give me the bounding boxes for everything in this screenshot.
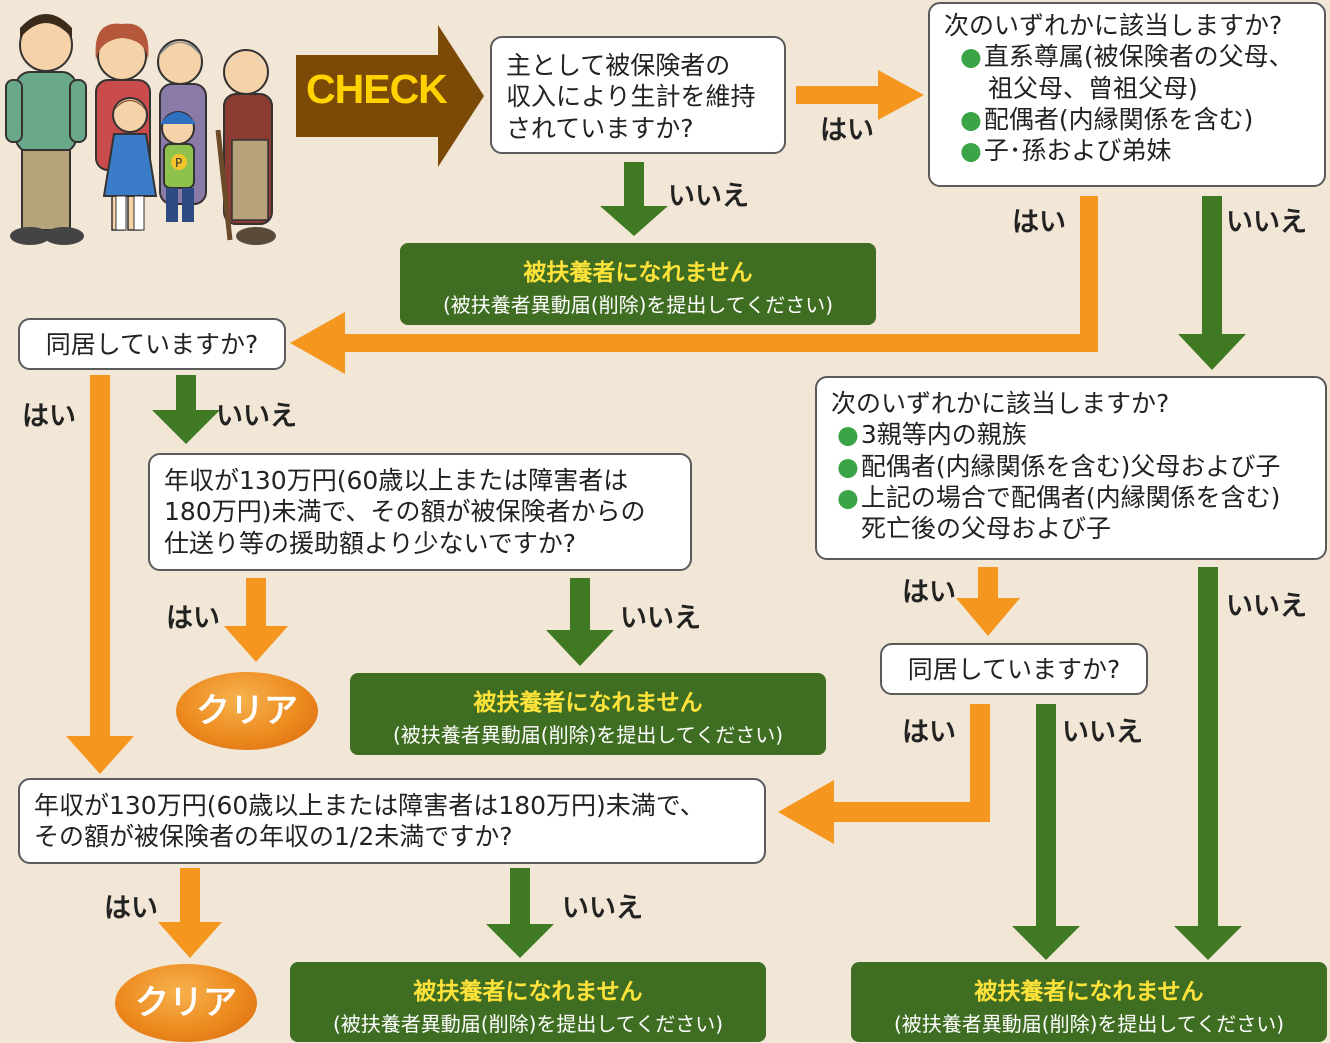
label-no: いいえ — [668, 181, 749, 211]
label-no: いいえ — [1062, 717, 1143, 747]
result-title: 被扶養者になれません — [523, 260, 753, 286]
q5-item: 配偶者(内縁関係を含む)父母および子 — [837, 451, 1311, 482]
arrow-q5-yes-v — [978, 567, 998, 599]
q7-line: その額が被保険者の年収の1/2未満ですか? — [34, 822, 513, 852]
arrow-q3-no-head — [152, 410, 220, 444]
label-no: いいえ — [562, 893, 643, 923]
result-title: 被扶養者になれません — [473, 690, 703, 716]
q4-line: 年収が130万円(60歳以上または障害者は — [164, 466, 629, 495]
arrow-q7-yes-v — [180, 868, 200, 924]
q2-item: 子･孫および弟妹 — [960, 135, 1310, 166]
family-illustration: P — [5, 14, 276, 245]
yes-arrows — [66, 70, 1098, 958]
arrow-q1-yes — [796, 70, 924, 120]
arrow-q7-yes-head — [158, 922, 222, 958]
label-yes: はい — [166, 603, 220, 633]
arrow-q1-no-v — [624, 162, 644, 208]
girl-figure — [102, 97, 158, 231]
arrow-q3-no-v — [176, 375, 196, 411]
label-no: いいえ — [1226, 591, 1307, 621]
result-sub: (被扶養者異動届(削除)を提出してください) — [442, 293, 833, 317]
q4-line: 仕送り等の援助額より少ないですか? — [164, 528, 577, 558]
q2-item: 直系尊属(被保険者の父母、 — [960, 41, 1310, 72]
q1-line: 収入により生計を維持 — [506, 82, 756, 112]
arrow-q4-no-head — [546, 630, 614, 666]
arrow-q5-no-v — [1198, 567, 1218, 929]
arrow-q6-yes-head — [778, 780, 834, 844]
arrow-q6-yes-h — [830, 802, 990, 822]
arrow-q6-no-v — [1036, 704, 1056, 930]
label-yes: はい — [22, 401, 76, 431]
result-box-2: 被扶養者になれません (被扶養者異動届(削除)を提出してください) — [350, 673, 826, 755]
question-4-box: 年収が130万円(60歳以上または障害者は 180万円)未満で、その額が被保険者… — [148, 453, 692, 571]
arrow-q4-yes-head — [224, 626, 288, 662]
arrow-q6-no-head — [1012, 926, 1080, 960]
label-no: いいえ — [216, 401, 297, 431]
arrow-q3-yes-v — [90, 375, 110, 737]
q5-item-cont: 死亡後の父母および子 — [861, 514, 1112, 543]
arrow-q2-yes-head — [290, 312, 345, 374]
result-sub: (被扶養者異動届(削除)を提出してください) — [893, 1012, 1284, 1036]
clear-badge-1: クリア — [176, 672, 318, 750]
arrow-q7-no-v — [510, 868, 530, 926]
q2-item: 配偶者(内縁関係を含む) — [960, 104, 1310, 135]
question-1-box: 主として被保険者の 収入により生計を維持 されていますか? — [490, 36, 786, 154]
question-7-box: 年収が130万円(60歳以上または障害者は180万円)未満で、 その額が被保険者… — [18, 778, 766, 864]
arrow-q4-yes-v — [246, 578, 266, 626]
arrow-q2-no-head — [1178, 334, 1246, 370]
question-3-box: 同居していますか? — [18, 318, 286, 370]
result-box-1: 被扶養者になれません (被扶養者異動届(削除)を提出してください) — [400, 243, 876, 325]
q2-item-cont: 祖父母、曾祖父母) — [988, 73, 1198, 103]
label-yes: はい — [902, 717, 956, 747]
label-yes: はい — [902, 577, 956, 607]
label-no: いいえ — [1226, 207, 1307, 237]
question-5-box: 次のいずれかに該当しますか? 3親等内の親族 配偶者(内縁関係を含む)父母および… — [815, 376, 1327, 560]
q1-line: されていますか? — [506, 113, 694, 143]
label-yes: はい — [104, 893, 158, 923]
question-6-box: 同居していますか? — [880, 643, 1148, 695]
question-2-box: 次のいずれかに該当しますか? 直系尊属(被保険者の父母、 祖父母、曾祖父母) 配… — [928, 2, 1326, 187]
svg-text:P: P — [175, 156, 182, 170]
arrow-q1-no-head — [600, 206, 668, 236]
check-label: CHECK — [306, 66, 448, 112]
q3-text: 同居していますか? — [45, 330, 259, 359]
label-no: いいえ — [620, 603, 701, 633]
father-figure — [5, 14, 87, 245]
arrow-q2-yes-h — [340, 334, 1098, 352]
result-box-4: 被扶養者になれません (被扶養者異動届(削除)を提出してください) — [851, 962, 1327, 1042]
arrow-q2-yes-v — [1080, 196, 1098, 352]
result-title: 被扶養者になれません — [413, 979, 643, 1005]
arrow-q3-yes-head — [66, 736, 134, 774]
boy-figure: P — [160, 111, 196, 222]
check-arrow — [296, 25, 484, 167]
result-sub: (被扶養者異動届(削除)を提出してください) — [392, 723, 783, 747]
q6-text: 同居していますか? — [907, 655, 1121, 684]
q7-line: 年収が130万円(60歳以上または障害者は180万円)未満で、 — [34, 791, 705, 820]
q5-item: 3親等内の親族 — [837, 419, 1311, 450]
result-sub: (被扶養者異動届(削除)を提出してください) — [332, 1012, 723, 1036]
q5-item: 上記の場合で配偶者(内縁関係を含む) — [837, 482, 1311, 513]
arrow-q5-no-head — [1174, 926, 1242, 960]
q1-line: 主として被保険者の — [506, 51, 731, 80]
result-title: 被扶養者になれません — [974, 979, 1204, 1005]
arrow-q4-no-v — [570, 578, 590, 632]
clear-badge-2: クリア — [115, 964, 257, 1042]
q4-line: 180万円)未満で、その額が被保険者からの — [164, 497, 646, 527]
arrow-q5-yes-head — [956, 598, 1020, 636]
arrow-q2-no-v — [1202, 196, 1222, 336]
grandfather-figure — [215, 49, 276, 245]
label-yes: はい — [820, 115, 874, 145]
result-box-3: 被扶養者になれません (被扶養者異動届(削除)を提出してください) — [290, 962, 766, 1042]
no-arrows — [152, 162, 1246, 960]
label-yes: はい — [1012, 207, 1066, 237]
q5-title: 次のいずれかに該当しますか? — [831, 389, 1170, 418]
q2-title: 次のいずれかに該当しますか? — [944, 11, 1283, 40]
arrow-q7-no-head — [486, 924, 554, 958]
arrow-q6-yes-v — [970, 704, 990, 820]
